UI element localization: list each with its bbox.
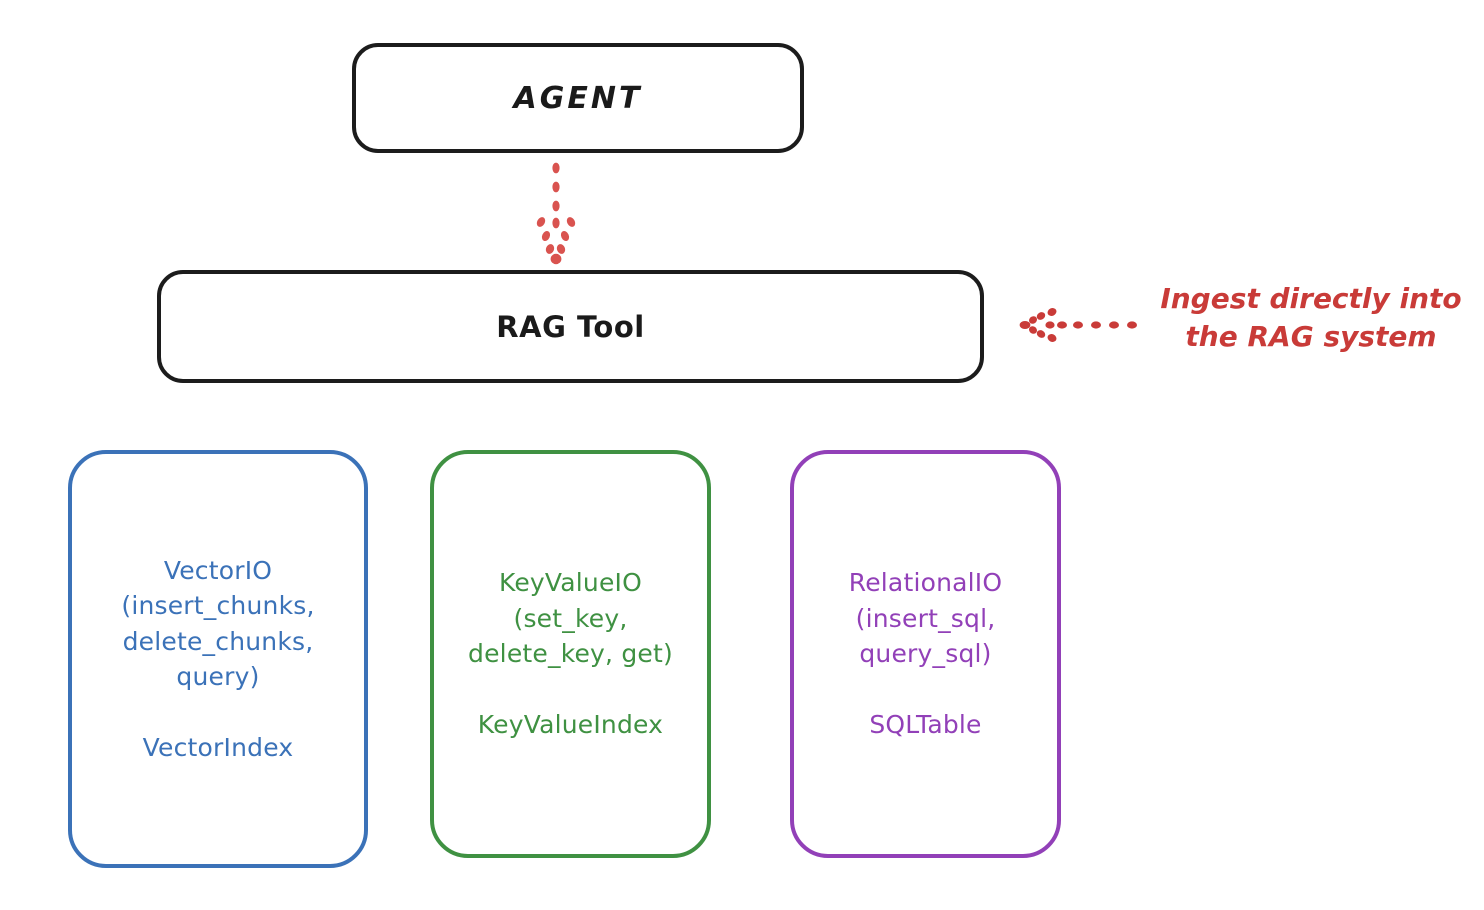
node-agent-label: AGENT <box>513 80 643 116</box>
node-key-value-io-label: KeyValueIO (set_key, delete_key, get) Ke… <box>468 568 673 740</box>
node-vector-io[interactable]: VectorIO (insert_chunks, delete_chunks, … <box>68 450 368 868</box>
ingest-annotation-text: Ingest directly into the RAG system <box>1160 282 1462 353</box>
node-agent[interactable]: AGENT <box>352 43 804 153</box>
node-vector-io-label: VectorIO (insert_chunks, delete_chunks, … <box>121 555 315 763</box>
ingest-to-rag-tool-arrow <box>1019 308 1137 342</box>
node-rag-tool[interactable]: RAG Tool <box>157 270 984 383</box>
node-relational-io[interactable]: RelationalIO (insert_sql, query_sql) SQL… <box>790 450 1061 858</box>
node-rag-tool-label: RAG Tool <box>496 309 645 344</box>
node-relational-io-label: RelationalIO (insert_sql, query_sql) SQL… <box>848 568 1003 740</box>
agent-to-rag-tool-arrow <box>536 162 576 265</box>
node-key-value-io[interactable]: KeyValueIO (set_key, delete_key, get) Ke… <box>430 450 711 858</box>
